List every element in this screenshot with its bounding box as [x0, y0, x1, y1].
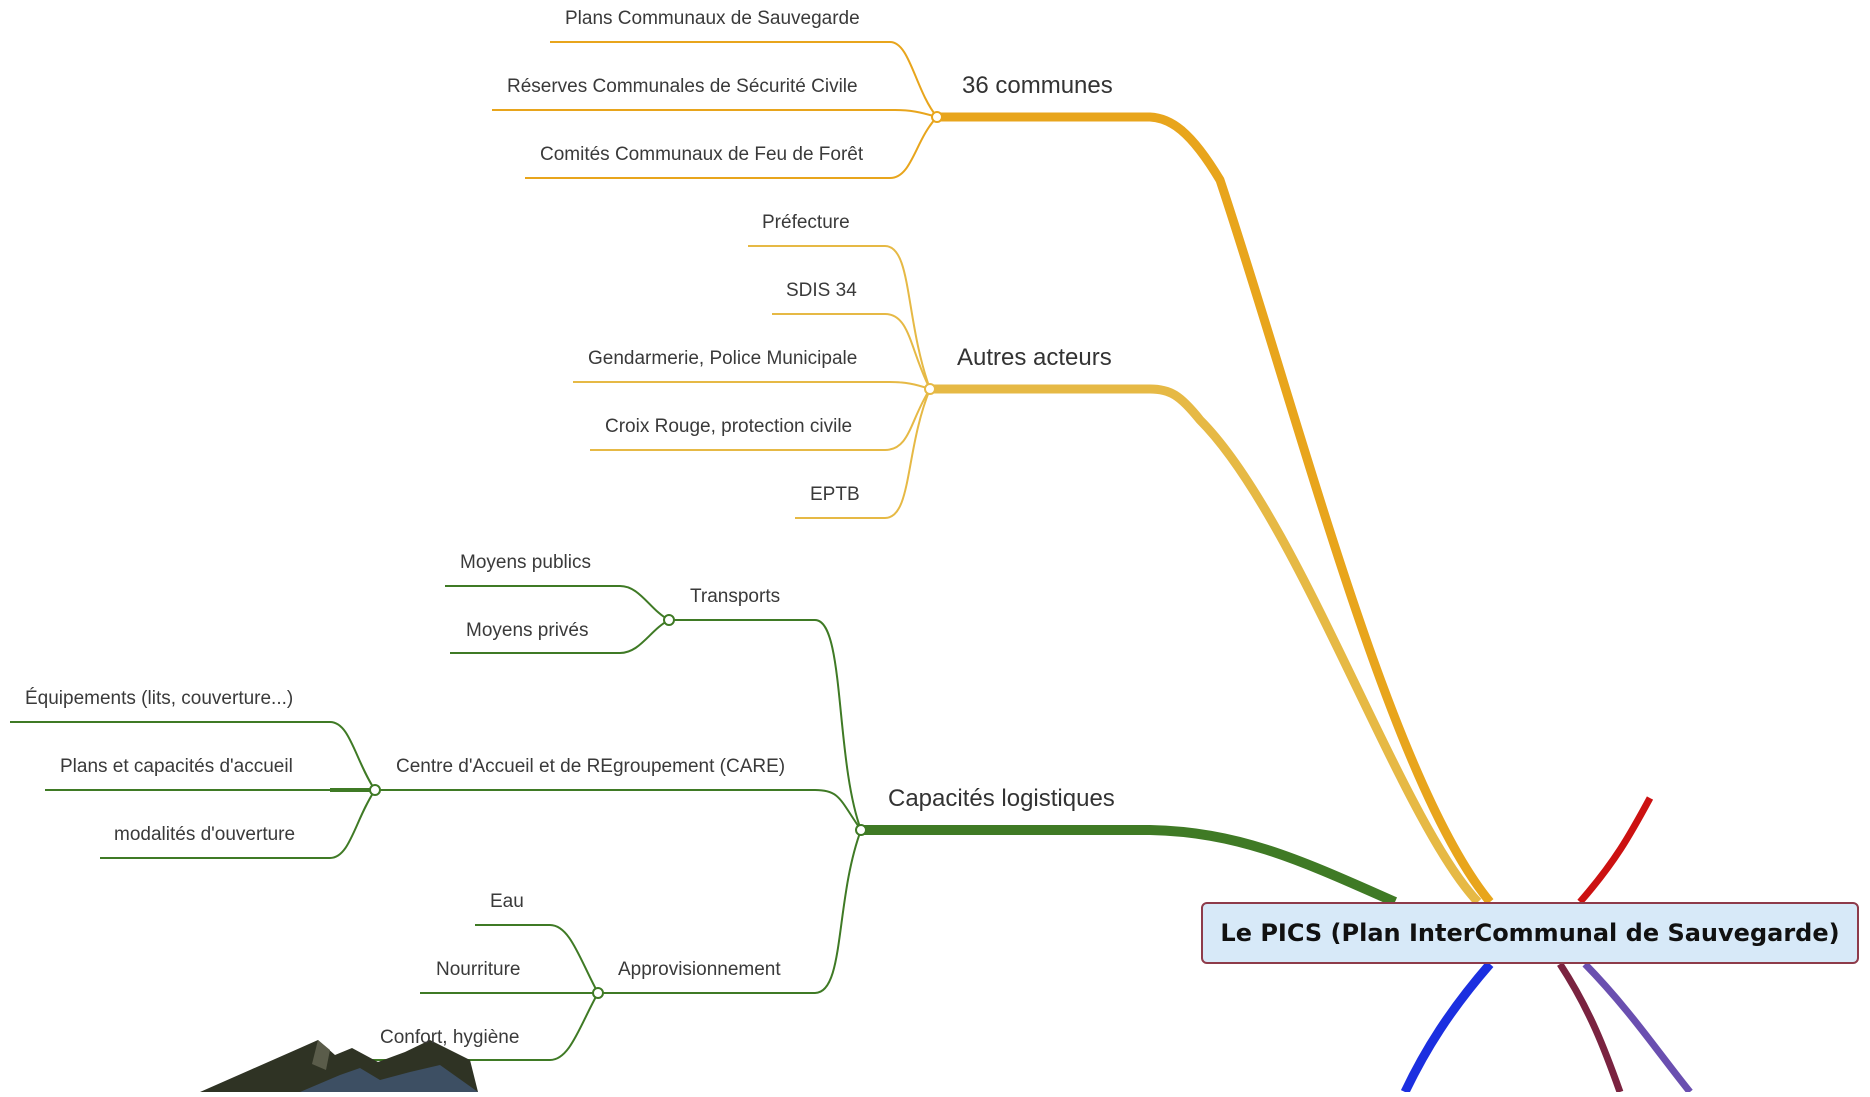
- trunk-36-communes: [935, 112, 1494, 905]
- edge-ccff: [525, 116, 938, 179]
- leaf-nourriture: Nourriture: [436, 959, 521, 980]
- branch-36-communes: 36 communes: [962, 72, 1113, 99]
- edge-croix-rouge: [590, 388, 931, 451]
- rock-image: [200, 1040, 478, 1092]
- trunk-maroon: [1557, 962, 1624, 1094]
- node-autres-acteurs: [924, 383, 936, 395]
- trunk-capacites: [860, 825, 1398, 907]
- edge-prefecture: [748, 245, 931, 390]
- leaf-eptb: EPTB: [810, 484, 860, 505]
- leaf-confort: Confort, hygiène: [380, 1027, 520, 1048]
- leaf-moyens-prives: Moyens privés: [466, 620, 589, 641]
- node-36-communes: [931, 111, 943, 123]
- branch-capacites-logistiques: Capacités logistiques: [888, 785, 1115, 812]
- edge-gendarmerie: [573, 381, 931, 390]
- node-care: [369, 784, 381, 796]
- node-transports: [663, 614, 675, 626]
- leaf-croix-rouge: Croix Rouge, protection civile: [605, 416, 853, 437]
- leaf-plans-capacites: Plans et capacités d'accueil: [60, 756, 293, 777]
- trunk-purple: [1582, 961, 1693, 1095]
- node-appro: [592, 987, 604, 999]
- branch-autres-acteurs: Autres acteurs: [957, 344, 1112, 371]
- edge-sdis: [772, 313, 931, 390]
- edge-transports: [669, 619, 862, 831]
- edge-moyens-prives: [450, 619, 670, 654]
- leaf-rcsc: Réserves Communales de Sécurité Civile: [507, 76, 858, 97]
- trunk-autres-acteurs: [928, 384, 1482, 906]
- edge-equipements: [10, 721, 376, 791]
- leaf-ccff: Comités Communaux de Feu de Forêt: [540, 144, 864, 165]
- leaf-sdis: SDIS 34: [786, 280, 857, 301]
- edge-moyens-publics: [445, 585, 670, 621]
- edge-appro: [598, 829, 862, 994]
- central-topic[interactable]: Le PICS (Plan InterCommunal de Sauvegard…: [1201, 902, 1859, 964]
- edge-confort: [365, 992, 599, 1061]
- leaf-prefecture: Préfecture: [762, 212, 850, 233]
- edge-eptb: [795, 388, 931, 519]
- leaf-moyens-publics: Moyens publics: [460, 552, 591, 573]
- trunk-red: [1577, 796, 1654, 905]
- leaf-pcs: Plans Communaux de Sauvegarde: [565, 8, 860, 29]
- trunk-blue: [1400, 961, 1494, 1094]
- node-capacites: [855, 824, 867, 836]
- leaf-gendarmerie: Gendarmerie, Police Municipale: [588, 348, 858, 369]
- node-label-care: Centre d'Accueil et de REgroupement (CAR…: [396, 756, 786, 777]
- edge-pcs: [550, 41, 938, 118]
- leaf-equipements: Équipements (lits, couverture...): [25, 688, 294, 709]
- node-label-approvisionnement: Approvisionnement: [618, 959, 781, 980]
- edge-eau: [475, 924, 599, 994]
- edge-care: [375, 789, 862, 831]
- leaf-modalites: modalités d'ouverture: [114, 824, 296, 845]
- central-topic-label: Le PICS (Plan InterCommunal de Sauvegard…: [1220, 919, 1840, 947]
- edge-modalites: [100, 789, 376, 859]
- edge-rcsc: [492, 109, 938, 118]
- node-label-transports: Transports: [690, 586, 781, 607]
- leaf-eau: Eau: [490, 891, 524, 912]
